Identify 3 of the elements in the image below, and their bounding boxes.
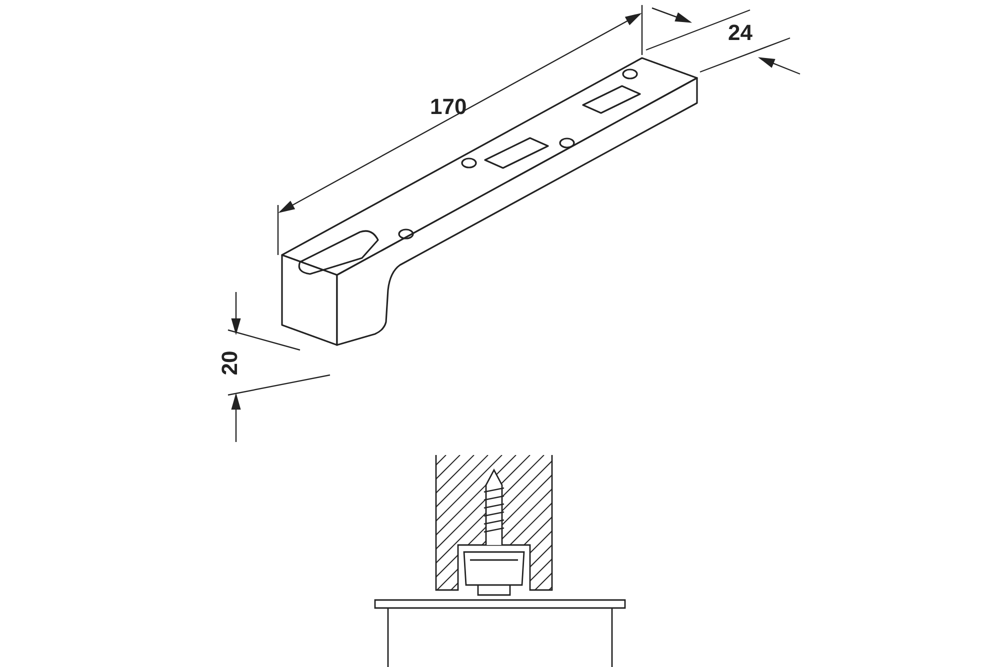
dimension-label: 170 (430, 96, 467, 118)
dimension-label: 24 (728, 22, 752, 44)
dimension-label: 20 (219, 350, 242, 376)
